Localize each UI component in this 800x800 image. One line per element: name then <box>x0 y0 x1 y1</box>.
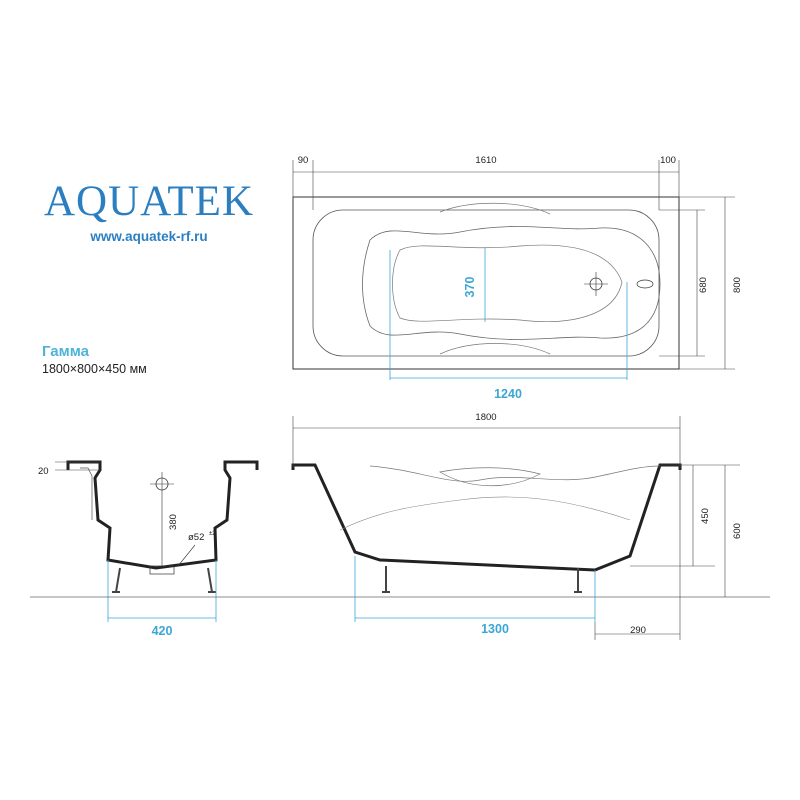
brand-block: AQUATEK www.aquatek-rf.ru <box>40 178 258 244</box>
side-bowl-contour <box>369 465 661 482</box>
dim-total-length: 1800 <box>475 412 496 423</box>
dim-drain-tolerance: ±2 <box>209 531 216 537</box>
side-leg-left <box>382 566 390 593</box>
end-profile-inner <box>80 467 93 520</box>
drain-symbol <box>636 279 654 289</box>
top-outer-rim <box>292 196 680 370</box>
dim-top-right-margin: 100 <box>660 155 676 166</box>
top-inner-rim <box>312 209 660 357</box>
top-bowl-inner <box>392 244 623 322</box>
model-name: Гамма <box>42 343 89 360</box>
end-profile-outer <box>66 460 259 570</box>
dim-top-inner-length: 1610 <box>475 155 496 166</box>
dim-bowl-width: 370 <box>463 277 477 298</box>
dim-inner-width: 680 <box>698 277 709 293</box>
dim-bowl-length: 1240 <box>494 387 522 401</box>
dim-height: 450 <box>700 508 711 524</box>
dim-outer-width: 800 <box>732 277 743 293</box>
end-leg-right <box>207 567 216 593</box>
side-seat-line <box>339 496 631 531</box>
end-leg-left <box>112 567 121 593</box>
dim-leg-offset: 290 <box>630 625 646 636</box>
dim-top-left-margin: 90 <box>298 155 309 166</box>
model-info: Гамма 1800×800×450 мм <box>42 343 147 376</box>
dim-legs-span-end: 420 <box>152 624 173 638</box>
top-footrest <box>439 343 551 355</box>
side-view: 1800 450 600 1300 290 <box>291 412 743 640</box>
overflow-symbol <box>584 272 608 296</box>
model-dimensions: 1800×800×450 мм <box>42 362 147 376</box>
top-bowl-outline <box>362 226 661 340</box>
end-view: 380 ø52 ±2 20 420 <box>38 460 259 638</box>
dim-legs-span-side: 1300 <box>481 622 509 636</box>
end-overflow-symbol <box>150 472 174 496</box>
brand-url[interactable]: www.aquatek-rf.ru <box>90 229 208 244</box>
dim-drain-height: 380 <box>168 514 179 530</box>
dim-rim: 20 <box>38 466 49 477</box>
side-leg-right <box>574 568 582 593</box>
top-headrest <box>439 202 551 215</box>
side-headrest <box>439 467 541 487</box>
dim-drain-diameter: ø52 <box>188 532 204 543</box>
brand-logo: AQUATEK <box>43 178 255 225</box>
top-view: 90 1610 100 680 800 370 1240 <box>292 155 743 401</box>
dim-total-height: 600 <box>732 523 743 539</box>
